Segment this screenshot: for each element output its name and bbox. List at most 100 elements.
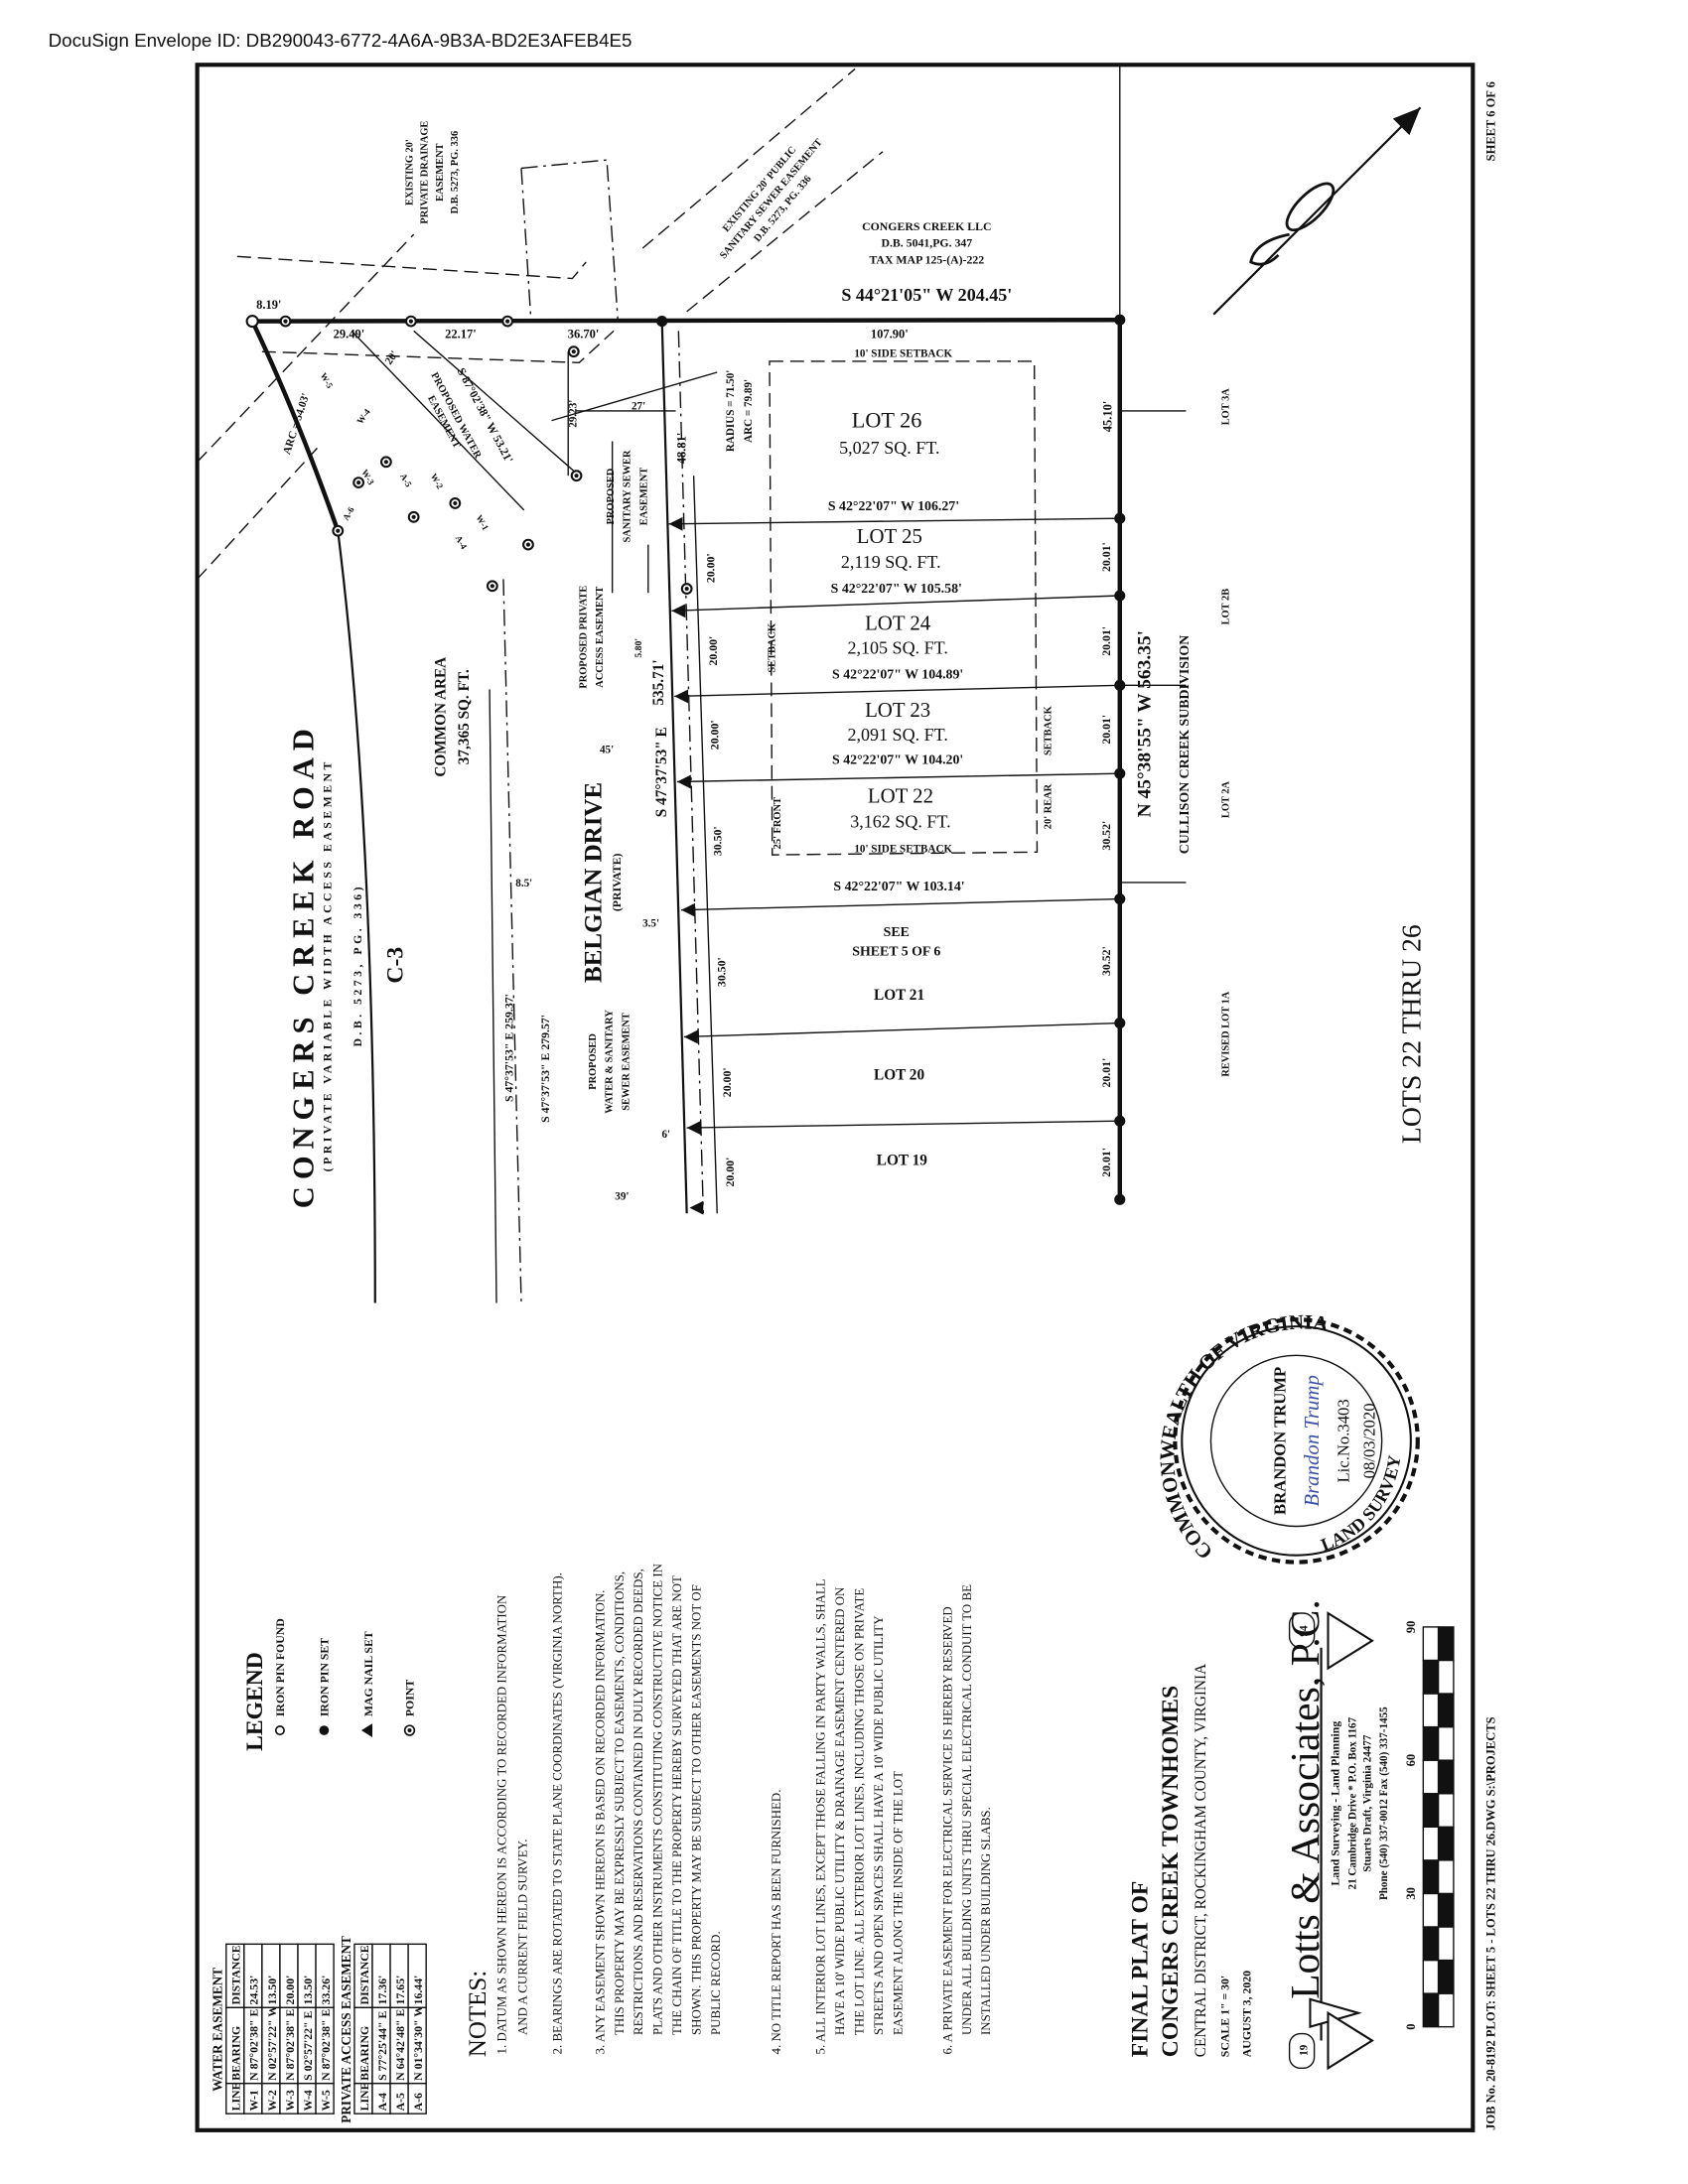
water_table-header: BEARING bbox=[229, 2026, 243, 2081]
scale-segment bbox=[1437, 1793, 1455, 1828]
scale-segment bbox=[1422, 1926, 1440, 1962]
envelope-id: DocuSign Envelope ID: DB290043-6772-4A6A… bbox=[49, 30, 633, 51]
plat-label: 5,027 SQ. FT. bbox=[839, 438, 939, 458]
plat-label: SHEET 5 OF 6 bbox=[852, 944, 940, 959]
setback-side-top: 10' SIDE SETBACK bbox=[854, 348, 952, 360]
water_table-cell: 24.53' bbox=[247, 1976, 261, 2005]
plat-label: LOT 25 bbox=[857, 524, 922, 548]
note-line: 5. ALL INTERIOR LOT LINES, EXCEPT THOSE … bbox=[813, 1578, 828, 2054]
water_table-cell: N 87°02'38" E bbox=[283, 2008, 297, 2080]
sheet-title: LOTS 22 THRU 26 bbox=[1397, 924, 1428, 1144]
water_table-cell: N 02°57'22" W bbox=[265, 2005, 279, 2081]
scale-segment bbox=[1437, 1626, 1455, 1662]
access_table-cell: N 64°42'48" E bbox=[393, 2008, 407, 2080]
drainage-easement-3: EASEMENT bbox=[435, 143, 446, 201]
adjoiner-right-name: CULLISON CREEK SUBDIVISION bbox=[1178, 635, 1193, 855]
scale-segment bbox=[1437, 1959, 1455, 1994]
front-bearing: S 47°37'53" E bbox=[653, 727, 670, 817]
plat-label: S 42°22'07" W 104.89' bbox=[832, 667, 963, 682]
access_table-cell: 17.65' bbox=[393, 1976, 407, 2005]
plat-label: LAND SURVEYOR bbox=[0, 0, 1405, 1555]
scale-segment bbox=[1437, 1992, 1455, 2028]
dim-45: 45' bbox=[600, 744, 614, 755]
scale-label: 0 bbox=[1404, 2024, 1418, 2030]
scale-segment bbox=[1422, 1693, 1440, 1728]
note-line: 3. ANY EASEMENT SHOWN HEREON IS BASED ON… bbox=[592, 1590, 607, 2055]
scale-label: 90 bbox=[1404, 1621, 1418, 1634]
note-line: STREETS AND OPEN SPACES SHALL HAVE A 10'… bbox=[871, 1615, 886, 2035]
title-line-3: CENTRAL DISTRICT, ROCKINGHAM COUNTY, VIR… bbox=[1193, 1664, 1209, 2057]
water_table-cell: N 87°02'38" E bbox=[319, 2008, 333, 2080]
notes-title: NOTES: bbox=[465, 1971, 492, 2058]
dim-39: 39' bbox=[615, 1190, 629, 1202]
dim-27: 27' bbox=[632, 401, 645, 413]
road-deed-book: D.B. 5273, PG. 336) bbox=[351, 884, 364, 1047]
plat-label: LEGEND bbox=[242, 1652, 268, 1751]
plat-label: Phone (540) 337-0012 Fax (540) 337-1455 bbox=[1378, 1706, 1390, 1900]
dim-29-49: 29.49' bbox=[334, 327, 365, 341]
access_table-header: DISTANCE bbox=[357, 1945, 371, 2004]
plat-label: 19 bbox=[1299, 2044, 1311, 2056]
road-curve-label: C-3 bbox=[383, 947, 409, 984]
title-line-1: FINAL PLAT OF bbox=[1128, 1881, 1154, 2058]
access_table-cell: N 01°34'30" W bbox=[411, 2005, 425, 2081]
access_table-cell: 17.36' bbox=[375, 1976, 389, 2005]
water-easement-bearing: S 87°02'38" W 53.21' bbox=[455, 365, 516, 466]
front-distance: 535.71' bbox=[650, 659, 667, 705]
note-line: PLATS AND OTHER INSTRUMENTS CONSTITUTING… bbox=[650, 1563, 665, 2035]
plat-label: 2,091 SQ. FT. bbox=[847, 725, 947, 745]
note-line: THIS PROPERTY MAY BE EXPRESSLY SUBJECT T… bbox=[612, 1571, 627, 2035]
plat-label: LOT 23 bbox=[865, 698, 930, 722]
point-w2: W-2 bbox=[429, 472, 446, 490]
right-bearing: N 45°38'55" W 563.35' bbox=[1134, 630, 1155, 817]
company-logo: 19 94 Lotts & Associates, P.C. Land Surv… bbox=[1283, 1599, 1390, 2071]
scale-segment bbox=[1437, 1892, 1455, 1928]
water_table-cell: 20.00' bbox=[283, 1976, 297, 2005]
plat-label: MAG NAIL SET bbox=[361, 1631, 375, 1716]
road-easement-note: (PRIVATE VARIABLE WIDTH ACCESS EASEMENT bbox=[320, 758, 334, 1171]
plat-label: 21 Cambridge Drive * P.O. Box 1167 bbox=[1346, 1716, 1358, 1889]
job-footer: JOB No. 20-8192 PLOT: SHEET 5 - LOTS 22 … bbox=[1484, 1716, 1498, 2129]
plat-label: 30.52' bbox=[1099, 821, 1113, 851]
plat-label: SEE bbox=[884, 925, 910, 940]
plat-label: 20.01' bbox=[1099, 626, 1113, 656]
lot-20: LOT 20 bbox=[874, 1067, 924, 1084]
plat-label: 20.00' bbox=[723, 1158, 737, 1187]
water-sanitary-easement-2: WATER & SANITARY bbox=[605, 1010, 616, 1114]
common-area-size: 37,365 SQ. FT. bbox=[456, 669, 473, 764]
scale-segment bbox=[1422, 1659, 1440, 1695]
plat-label: 20.01' bbox=[1099, 542, 1113, 572]
water-sanitary-easement-1: PROPOSED bbox=[588, 1033, 599, 1090]
scale-segment bbox=[1437, 1926, 1455, 1962]
note-line: AND A CURRENT FIELD SURVEY. bbox=[515, 1840, 530, 2035]
plat-label: LOT 21 bbox=[874, 987, 924, 1004]
seal-name: BRANDON TRUMP bbox=[1270, 1367, 1289, 1515]
private-access-easement-2: ACCESS EASEMENT bbox=[595, 587, 606, 688]
water_table-cell: 13.50' bbox=[265, 1976, 279, 2005]
scale-segment bbox=[1422, 1725, 1440, 1761]
adjoiner-lot-2a: LOT 2A bbox=[1221, 781, 1232, 819]
plat-label: 2,119 SQ. FT. bbox=[841, 552, 941, 572]
plat-label: Stuarts Draft, Virginia 24477 bbox=[1362, 1734, 1374, 1872]
sanitary-sewer-easement-2: SANITARY SEWER bbox=[623, 450, 633, 543]
dim-22-17: 22.17' bbox=[445, 327, 477, 341]
scale-segment bbox=[1437, 1826, 1455, 1861]
dim-48-81: 48.81' bbox=[674, 433, 688, 465]
scale-label: 30 bbox=[1404, 1887, 1418, 1899]
lot-25: LOT 25 2,119 SQ. FT. S 42°22'07" W 105.5… bbox=[831, 524, 962, 597]
plat-label: 20.01' bbox=[1099, 1058, 1113, 1088]
drive-bearing-2: S 47°37'53" E 279.57' bbox=[538, 1015, 552, 1123]
dim-36-70: 36.70' bbox=[568, 327, 600, 341]
seal-signature: Brandon Trump bbox=[1300, 1375, 1324, 1507]
plat-label: LOT 24 bbox=[865, 612, 931, 635]
water_table-cell: S 02°57'22" E bbox=[301, 2010, 315, 2080]
road-name: CONGERS CREEK ROAD bbox=[286, 722, 320, 1208]
setback-side-bottom: 10' SIDE SETBACK bbox=[854, 843, 952, 855]
title-date: AUGUST 3, 2020 bbox=[1240, 1971, 1254, 2057]
seal-license: Lic.No.3403 bbox=[1334, 1399, 1352, 1482]
access_table-header: LINE bbox=[357, 2082, 371, 2111]
sanitary-sewer-easement-3: EASEMENT bbox=[638, 468, 649, 525]
